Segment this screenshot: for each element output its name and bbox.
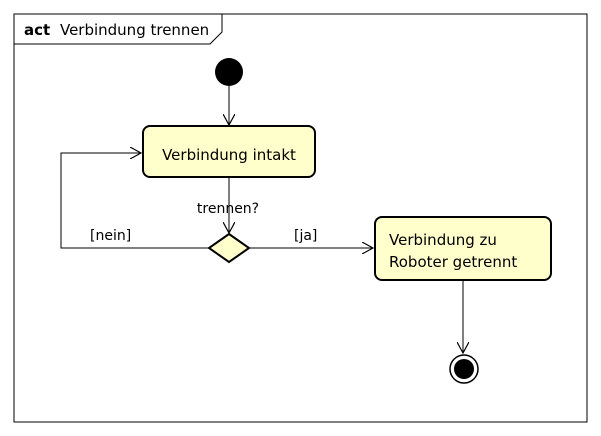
action-verbindung-intakt: Verbindung intakt [142, 125, 316, 178]
diagram-frame [13, 13, 588, 423]
frame-title: act Verbindung trennen [24, 21, 209, 39]
guard-no-label: [nein] [90, 228, 131, 244]
action-label-intact: Verbindung intakt [162, 146, 296, 164]
initial-node [215, 58, 243, 86]
action-verbindung-getrennt: Verbindung zu Roboter getrennt [374, 216, 552, 281]
decision-node [207, 232, 251, 264]
frame-tab [14, 14, 223, 45]
guard-yes-label: [ja] [294, 228, 317, 244]
frame-keyword: act [24, 21, 50, 39]
frame-name: Verbindung trennen [60, 21, 209, 39]
edge-no-loop [60, 153, 209, 249]
action-label-disconnected-line2: Roboter getrennt [389, 253, 517, 271]
final-node-core [454, 359, 474, 379]
action-label-disconnected-line1: Verbindung zu [389, 231, 497, 249]
final-node [449, 354, 479, 384]
decision-question: trennen? [197, 201, 259, 217]
